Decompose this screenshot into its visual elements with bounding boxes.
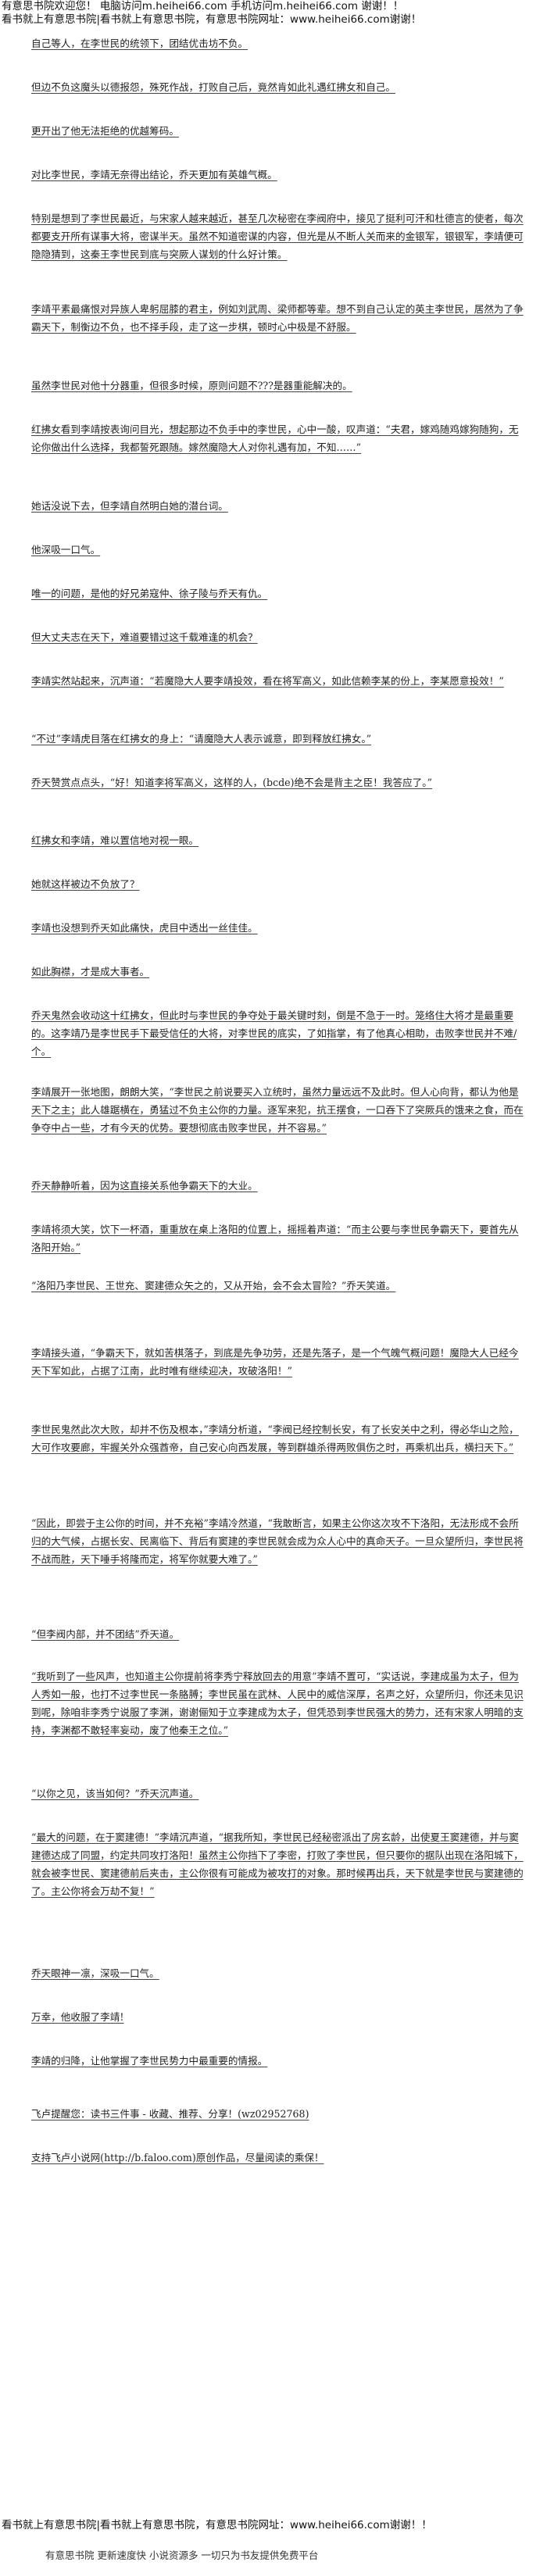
paragraph: 李靖也没想到乔天如此痛快，虎目中透出一丝佳佳。 — [31, 922, 258, 934]
paragraph: “洛阳乃李世民、王世充、窦建德众矢之的，又从开始，会不会太冒险？”乔天笑道。 — [31, 1280, 396, 1292]
paragraph: 对比李世民，李靖无奈得出结论，乔天更加有英雄气概。 — [31, 169, 277, 180]
site-banner-line-2: 看书就上有意思书院|看书就上有意思书院，有意思书院网址：www.heihei66… — [2, 13, 422, 26]
paragraph: “因此，即尝于主公你的时间，并不充裕”李靖冷然道，“我敢断言，如果主公你这次攻不… — [31, 1517, 524, 1565]
paragraph: 李靖平素最痛恨对异族人卑躬屈膝的君主，例如刘武周、梁师都等辈。想不到自己认定的英… — [31, 303, 524, 333]
paragraph: 更开出了他无法拒绝的优越筹码。 — [31, 125, 179, 137]
paragraph: 她话没说下去，但李靖自然明白她的潜台词。 — [31, 500, 228, 512]
paragraph: 万幸，他收服了李靖! — [31, 2011, 124, 2023]
paragraph: 乔天赞赏点点头，“好！知道李将军高义，这样的人，(bcde)绝不会是背主之臣！我… — [31, 777, 433, 788]
promo-line: 飞卢提醒您：读书三件事 - 收藏、推荐、分享！(wz02952768) — [31, 2108, 309, 2120]
paragraph: 李靖展开一张地图，朗朗大笑，“李世民之前说要买入立统时，虽然力量远远不及此时。但… — [31, 1086, 524, 1134]
promo-line: 支持飞卢小说网(http://b.faloo.com)原创作品，尽量阅读的乘保！ — [31, 2152, 324, 2163]
paragraph: 唯一的问题，是他的好兄弟寇仲、徐子陵与乔天有仇。 — [31, 588, 268, 599]
paragraph: “以你之见，该当如何？”乔天沉声道。 — [31, 1788, 199, 1799]
paragraph: 红拂女和李靖，难以置信地对视一眼。 — [31, 834, 199, 846]
paragraph: 乔天眼神一凛，深吸一口气。 — [31, 1967, 159, 1979]
paragraph: 自己等人，在李世民的统领下，团结优击坊不负。 — [31, 38, 248, 49]
chapter-body: 自己等人，在李世民的统领下，团结优击坊不负。 但边不负这魔头以德报怨，殊死作战，… — [0, 27, 547, 2488]
paragraph: 虽然李世民对他十分器重，但很多时候，原则问题不???是器重能解决的。 — [31, 380, 352, 391]
footer-text: 有意思书院 更新速度快 小说资源多 一切只为书友提供免费平台 — [45, 2549, 319, 2561]
paragraph: 李世民鬼然此次大败，却并不伤及根本，”李靖分析道，“李阀已经控制长安，有了长安关… — [31, 1424, 519, 1453]
paragraph: 但边不负这魔头以德报怨，殊死作战，打败自己后，竟然肯如此礼遇红拂女和自己。 — [31, 81, 395, 93]
paragraph: 李靖实然站起来，沉声道：“若魔隐大人要李靖投效，看在将军高义，如此信赖李某的份上… — [31, 675, 504, 687]
paragraph: 李靖的归降，让他掌握了李世民势力中最重要的情报。 — [31, 2055, 268, 2067]
paragraph: 李靖接头道，“争霸天下，就如苦棋落子，到底是先争功劳，还是先落子，是一个气魄气概… — [31, 1347, 519, 1377]
site-banner: 有意思书院欢迎您！ 电脑访问m.heihei66.com 手机访问m.heihe… — [0, 0, 547, 27]
paragraph: “我听到了一些风声，也知道主公你提前将李秀宁释放回去的用意”李靖不置可，“实话说… — [31, 1670, 524, 1736]
paragraph: 红拂女看到李靖按表询问目光，想起那边不负手中的李世民，心中一酸，叹声道：“夫君，… — [31, 423, 519, 453]
paragraph: “但李阀内部，并不团结”乔天道。 — [31, 1628, 180, 1640]
site-banner-bottom: 看书就上有意思书院|看书就上有意思书院，有意思书院网址：www.heihei66… — [2, 2519, 432, 2531]
paragraph: 他深吸一口气。 — [31, 544, 101, 556]
paragraph: 特别是想到了李世民最近，与宋家人越来越近，甚至几次秘密在李阀府中，接见了挺利可汗… — [31, 213, 524, 260]
paragraph: 但大丈夫志在天下，难道要错过这千载难逢的机会？ — [31, 631, 258, 643]
paragraph: 她就这样被边不负放了？ — [31, 878, 140, 890]
paragraph: “最大的问题，在于窦建德！”李靖沉声道，“据我所知，李世民已经秘密派出了房玄龄，… — [31, 1831, 524, 1897]
paragraph: 李靖将须大笑，饮下一杯酒，重重放在桌上洛阳的位置上，摇摇着声道：“而主公要与李世… — [31, 1224, 519, 1253]
paragraph: “不过”李靖虎目落在红拂女的身上：“请魔隐大人表示诚意，即到释放红拂女。” — [31, 733, 372, 745]
site-banner-line-1: 有意思书院欢迎您！ 电脑访问m.heihei66.com 手机访问m.heihe… — [2, 0, 404, 13]
paragraph: 乔天静静听着，因为这直接关系他争霸天下的大业。 — [31, 1180, 258, 1192]
paragraph: 乔天鬼然会收动这十红拂女，但此时与李世民的争夺处于最关键时刻，倒是不急于一时。笼… — [31, 1009, 517, 1057]
paragraph: 如此胸襟，才是成大事者。 — [31, 966, 150, 977]
